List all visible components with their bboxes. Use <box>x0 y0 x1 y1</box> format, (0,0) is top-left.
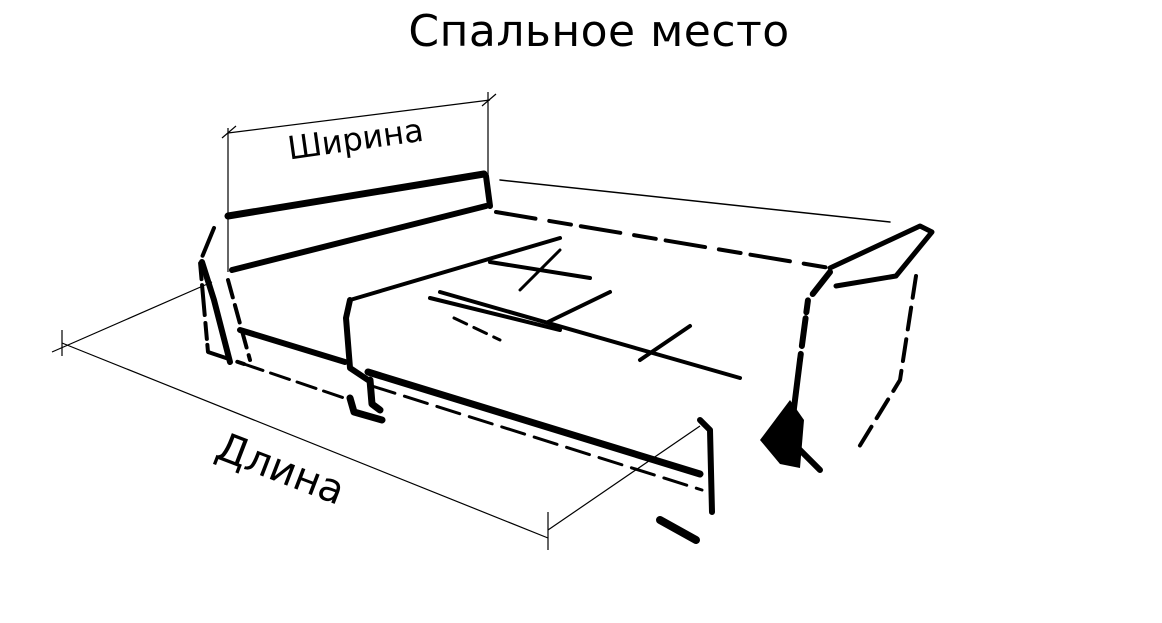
left-leg <box>346 394 386 424</box>
left-armrest-inner <box>226 278 252 362</box>
backrest-corner <box>483 173 493 209</box>
right-armrest-front <box>797 269 833 363</box>
mattress-front-edge <box>364 368 704 478</box>
quilt-line-1 <box>438 290 742 380</box>
left-armrest-front <box>199 259 233 365</box>
length-extension-left <box>51 281 213 353</box>
backrest-top-edge <box>224 170 488 220</box>
width-dimension <box>221 92 497 272</box>
front-leg-right <box>656 516 700 544</box>
frame-far-edge <box>499 179 891 223</box>
mattress-front-base <box>370 384 704 492</box>
quilt-line-3 <box>428 296 562 332</box>
diagram-title: Спальное место <box>408 6 790 57</box>
right-armrest-top <box>827 223 935 289</box>
mattress-front-leg-left <box>366 376 384 414</box>
width-tick-left <box>221 125 237 139</box>
length-dimension-line <box>61 342 549 539</box>
sofa-bed <box>198 170 935 544</box>
mattress-left-edge <box>343 297 371 383</box>
quilt-line-4 <box>546 290 612 324</box>
length-label: Длина <box>210 424 351 515</box>
quilt-line-6 <box>518 248 562 292</box>
width-label: Ширина <box>285 111 426 168</box>
mattress-back-edge <box>348 236 562 302</box>
sofa-shadow <box>760 400 804 468</box>
right-armrest-side <box>854 274 918 454</box>
quilt-line-7 <box>452 316 502 342</box>
backrest-bottom-edge <box>229 203 489 273</box>
left-armrest-outline <box>198 226 246 366</box>
frame-front-right <box>697 417 715 515</box>
left-cushion-front <box>237 327 348 365</box>
quilt-line-5 <box>638 324 692 362</box>
left-cushion-base <box>242 362 352 402</box>
width-tick-right <box>481 93 497 107</box>
frame-inner-edge <box>494 210 832 270</box>
width-dimension-line <box>227 99 491 134</box>
length-extension-right <box>547 425 701 531</box>
length-dimension <box>51 281 701 550</box>
